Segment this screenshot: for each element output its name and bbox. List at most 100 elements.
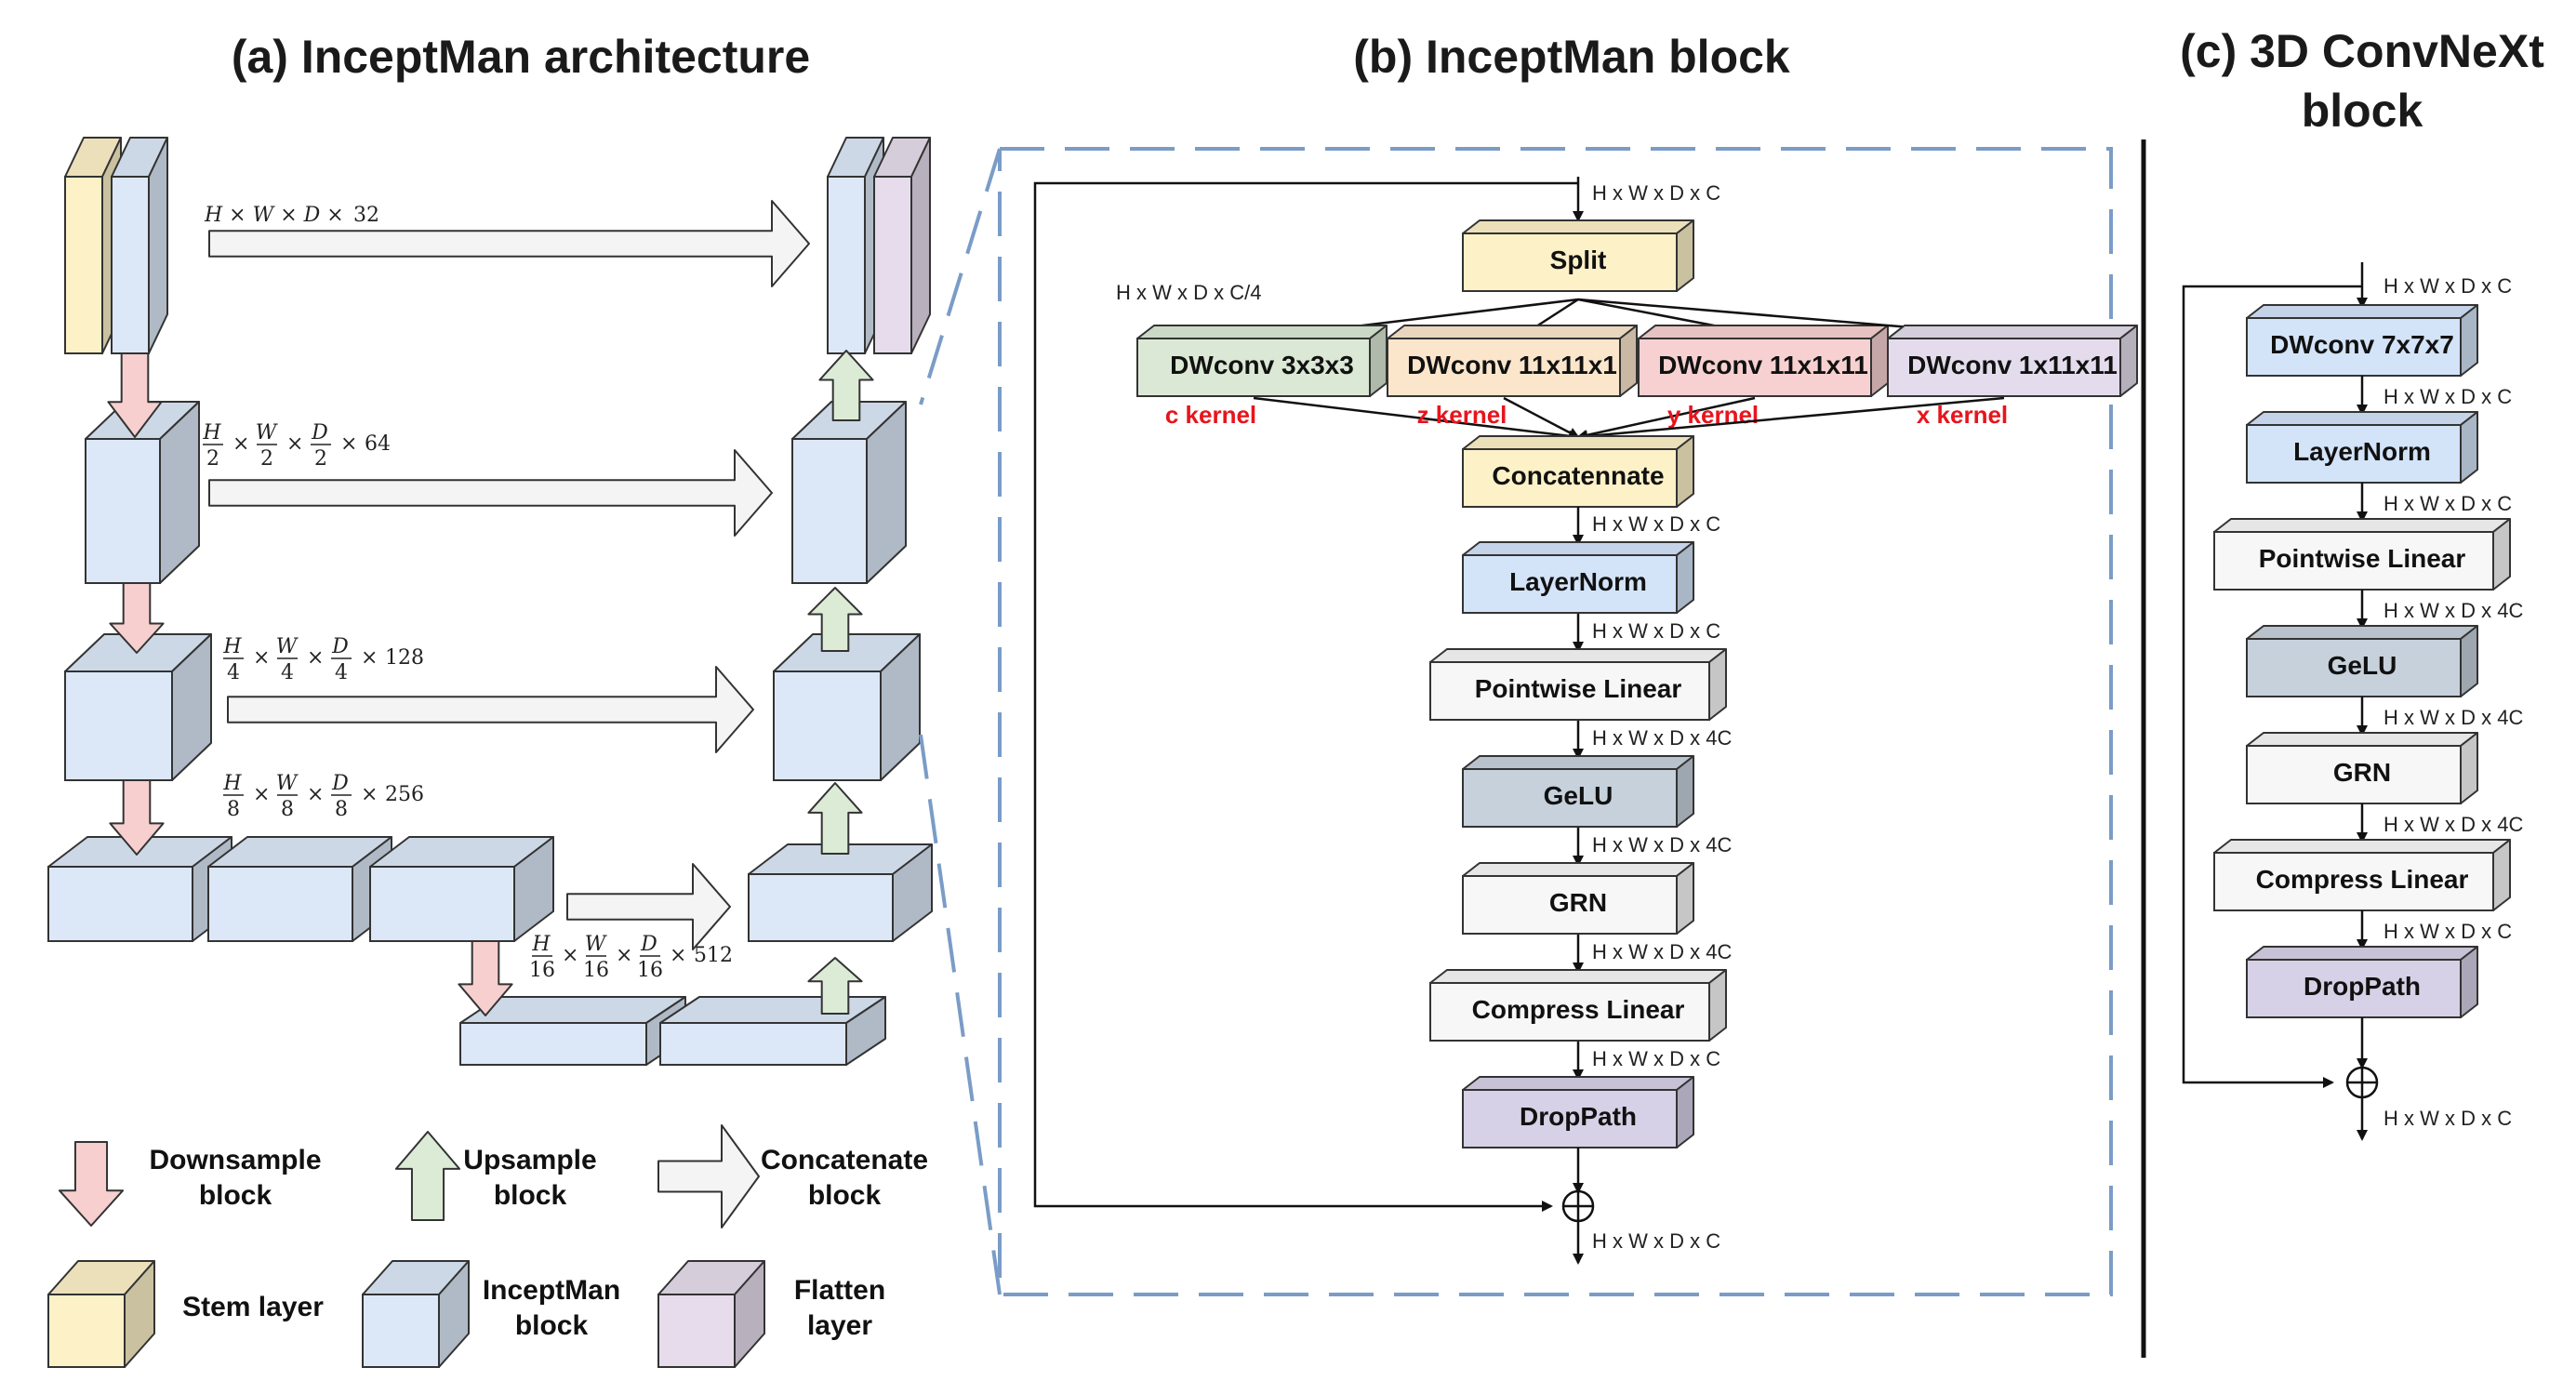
split-dim-label: H x W x D x C/4 — [1116, 281, 1261, 304]
inceptman-block-level1 — [111, 137, 168, 354]
decoder-inceptman-level3-front — [773, 670, 882, 781]
upsample-arrow-1 — [818, 350, 874, 421]
c-layer-block-4: GeLU — [2246, 625, 2478, 697]
c-layer-block-7-top — [2246, 946, 2478, 961]
legend-concat-label-1: Concatenate — [761, 1145, 928, 1175]
dim-label-level2-den: 2 — [260, 447, 273, 471]
dim-label-level2-x2: × — [286, 432, 303, 456]
architecture-diagram: H × W × D ×32H2×W2×D2×64H4×W4×D4×128H8×W… — [47, 137, 933, 1368]
inceptman-block-level4-a — [47, 836, 232, 942]
split-block: Split — [1462, 219, 1694, 292]
dwconv-block-3-side — [1870, 325, 1889, 397]
residual-connection — [1033, 181, 1578, 1212]
layer-block-1-label: LayerNorm — [1509, 567, 1647, 596]
dwconv-block-4-label: DWconv 1x11x11 — [1907, 351, 2118, 379]
dwconv-block-1-side — [1369, 325, 1388, 397]
dwconv-block-3-front — [1638, 338, 1872, 397]
inceptman-block-level1-front — [111, 176, 150, 354]
dwconv-block-3: DWconv 11x1x11 — [1638, 325, 1889, 397]
dim-label-level3-den: 4 — [227, 661, 240, 684]
layer-block-4-front — [1462, 875, 1678, 935]
dim-label-level5-num-D: D — [640, 933, 657, 956]
layer-block-5-side — [1708, 969, 1727, 1042]
c-layer-block-5-front — [2246, 745, 2462, 804]
dim-label-level5: H16×W16×D16×512 — [529, 933, 733, 982]
legend-inceptman-label-2: block — [515, 1310, 589, 1341]
layer-block-4-label: GRN — [1549, 888, 1607, 917]
kernel-label-4: x kernel — [1917, 401, 2008, 429]
layer-dim-label-4: H x W x D x 4C — [1592, 833, 1732, 856]
legend-stem-cube — [47, 1260, 155, 1368]
c-layer-dim-label-4: H x W x D x 4C — [2383, 706, 2523, 729]
layer-block-6-front — [1462, 1089, 1678, 1148]
dim-label-level1-channels: 32 — [353, 204, 379, 227]
split-block-front — [1462, 232, 1678, 292]
dwconv-block-4: DWconv 1x11x11 — [1887, 325, 2138, 397]
c-layer-block-1-side — [2460, 304, 2478, 377]
layer-block-2-top — [1429, 648, 1727, 663]
dim-label-level3: H4×W4×D4×128 — [222, 635, 424, 684]
c-layer-block-2: LayerNorm — [2246, 411, 2478, 484]
c-layer-block-1: DWconv 7x7x7 — [2246, 304, 2478, 377]
legend-flatten-cube — [657, 1260, 765, 1368]
dim-label-level4-den: 8 — [335, 798, 348, 821]
dim-label-level3-x3: × — [361, 646, 378, 670]
c-layer-dim-label-3: H x W x D x 4C — [2383, 599, 2523, 622]
downsample-arrow-2 — [109, 582, 165, 654]
flatten-layer-block-side — [910, 137, 931, 354]
dim-label-level5-den: 16 — [529, 959, 555, 982]
concatenate-block-label: Concatennate — [1492, 461, 1664, 490]
dim-label-level2-num-D: D — [311, 421, 328, 445]
inceptman-block-level2 — [85, 401, 200, 584]
c-layer-block-5-label: GRN — [2333, 758, 2391, 787]
dwconv-block-1: DWconv 3x3x3 — [1136, 325, 1388, 397]
dim-label-level5-num-W: W — [585, 933, 608, 956]
legend-downsample-label-1: Downsample — [149, 1145, 321, 1175]
inceptman-block-level3 — [64, 633, 212, 781]
inceptman-block-diagram: H x W x D x C Split H x W x D x C/4DWconv … — [1033, 177, 2138, 1265]
dwconv-block-2-top — [1387, 325, 1638, 339]
skip-arrow-1 — [208, 200, 810, 287]
flatten-layer-block — [873, 137, 931, 354]
layer-block-3-front — [1462, 768, 1678, 828]
layer-block-6: DropPath — [1462, 1076, 1694, 1148]
dim-label-level5-x2: × — [616, 944, 632, 967]
layer-dim-label-1: H x W x D x C — [1592, 512, 1720, 536]
dwconv-block-2-front — [1387, 338, 1621, 397]
c-layer-dim-label-1: H x W x D x C — [2383, 385, 2512, 408]
dwconv-block-1-top — [1136, 325, 1388, 339]
input-dim-label: H x W x D x C — [1592, 181, 1720, 205]
c-layer-block-4-top — [2246, 625, 2478, 640]
dim-label-level3-x2: × — [307, 646, 324, 670]
dim-label-level2-num-H: H — [202, 421, 221, 445]
dim-label-level2-x1: × — [232, 432, 249, 456]
inceptman-block-level4-c — [369, 836, 554, 942]
layer-block-2-label: Pointwise Linear — [1475, 674, 1682, 703]
layer-block-6-top — [1462, 1076, 1694, 1091]
legend-flatten-label-2: layer — [807, 1310, 872, 1341]
dw-to-concat-arrow-4 — [1576, 396, 2005, 443]
c-layer-block-6: Compress Linear — [2213, 839, 2511, 911]
legend-downsample-label-2: block — [199, 1180, 272, 1211]
dim-label-level3-channels: 128 — [385, 646, 424, 670]
dim-label-level1: H × W × D ×32 — [204, 204, 379, 227]
c-layer-block-7-front — [2246, 959, 2462, 1018]
dwconv-block-2-label: DWconv 11x11x1 — [1407, 351, 1617, 379]
legend-inceptman-cube-front — [362, 1294, 440, 1368]
c-output-dim-label: H x W x D x C — [2383, 1107, 2512, 1130]
upsample-arrow-4 — [807, 957, 863, 1015]
dwconv-block-4-top — [1887, 325, 2138, 339]
dim-label-level5-channels: 512 — [694, 944, 733, 967]
dim-label-level4-channels: 256 — [385, 783, 424, 806]
c-layer-dim-label-6: H x W x D x C — [2383, 920, 2512, 943]
title-convnext-line2: block — [2302, 85, 2423, 137]
layer-block-1-top — [1462, 541, 1694, 556]
inceptman-block-level4-b-front — [207, 866, 353, 942]
dim-label-level4: H8×W8×D8×256 — [222, 772, 424, 821]
inceptman-block-level5-a — [459, 996, 686, 1066]
legend-downsample-arrow — [58, 1141, 125, 1227]
concatenate-block: Concatennate — [1462, 435, 1694, 508]
dim-label-level2-channels: 64 — [365, 432, 391, 456]
inceptman-block-level5-b-front — [659, 1022, 847, 1066]
